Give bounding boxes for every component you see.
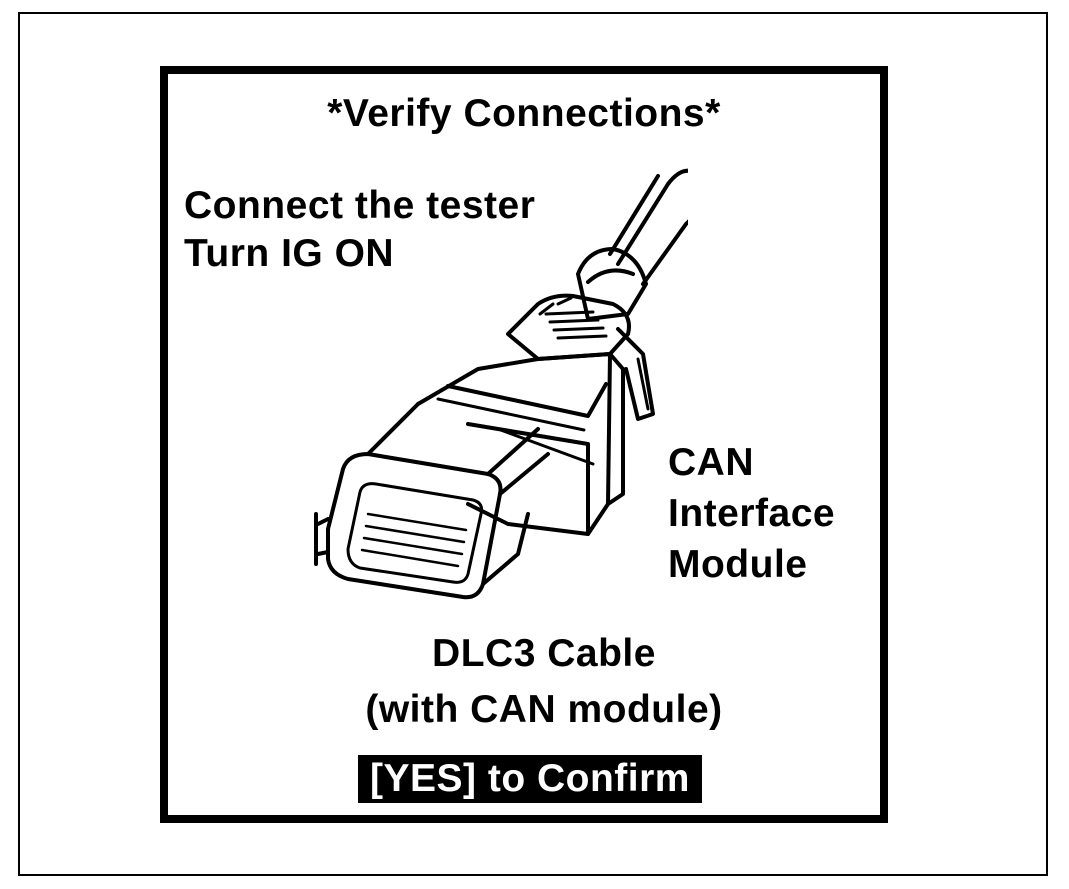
instruction-connect: Connect the tester [184, 184, 536, 227]
yes-confirm-button[interactable]: [YES] to Confirm [358, 755, 702, 803]
module-label-interface: Interface [668, 492, 836, 535]
outer-frame [18, 12, 1048, 876]
instruction-ignition: Turn IG ON [184, 232, 395, 275]
module-label-module: Module [668, 543, 808, 586]
screen-title: *Verify Connections* [327, 92, 721, 135]
dlc3-connector-icon [314, 168, 688, 600]
module-label-can: CAN [668, 441, 754, 484]
cable-label: DLC3 Cable [432, 632, 656, 675]
tester-screen: *Verify Connections* Connect the tester … [160, 66, 888, 823]
cable-sublabel: (with CAN module) [365, 688, 723, 731]
